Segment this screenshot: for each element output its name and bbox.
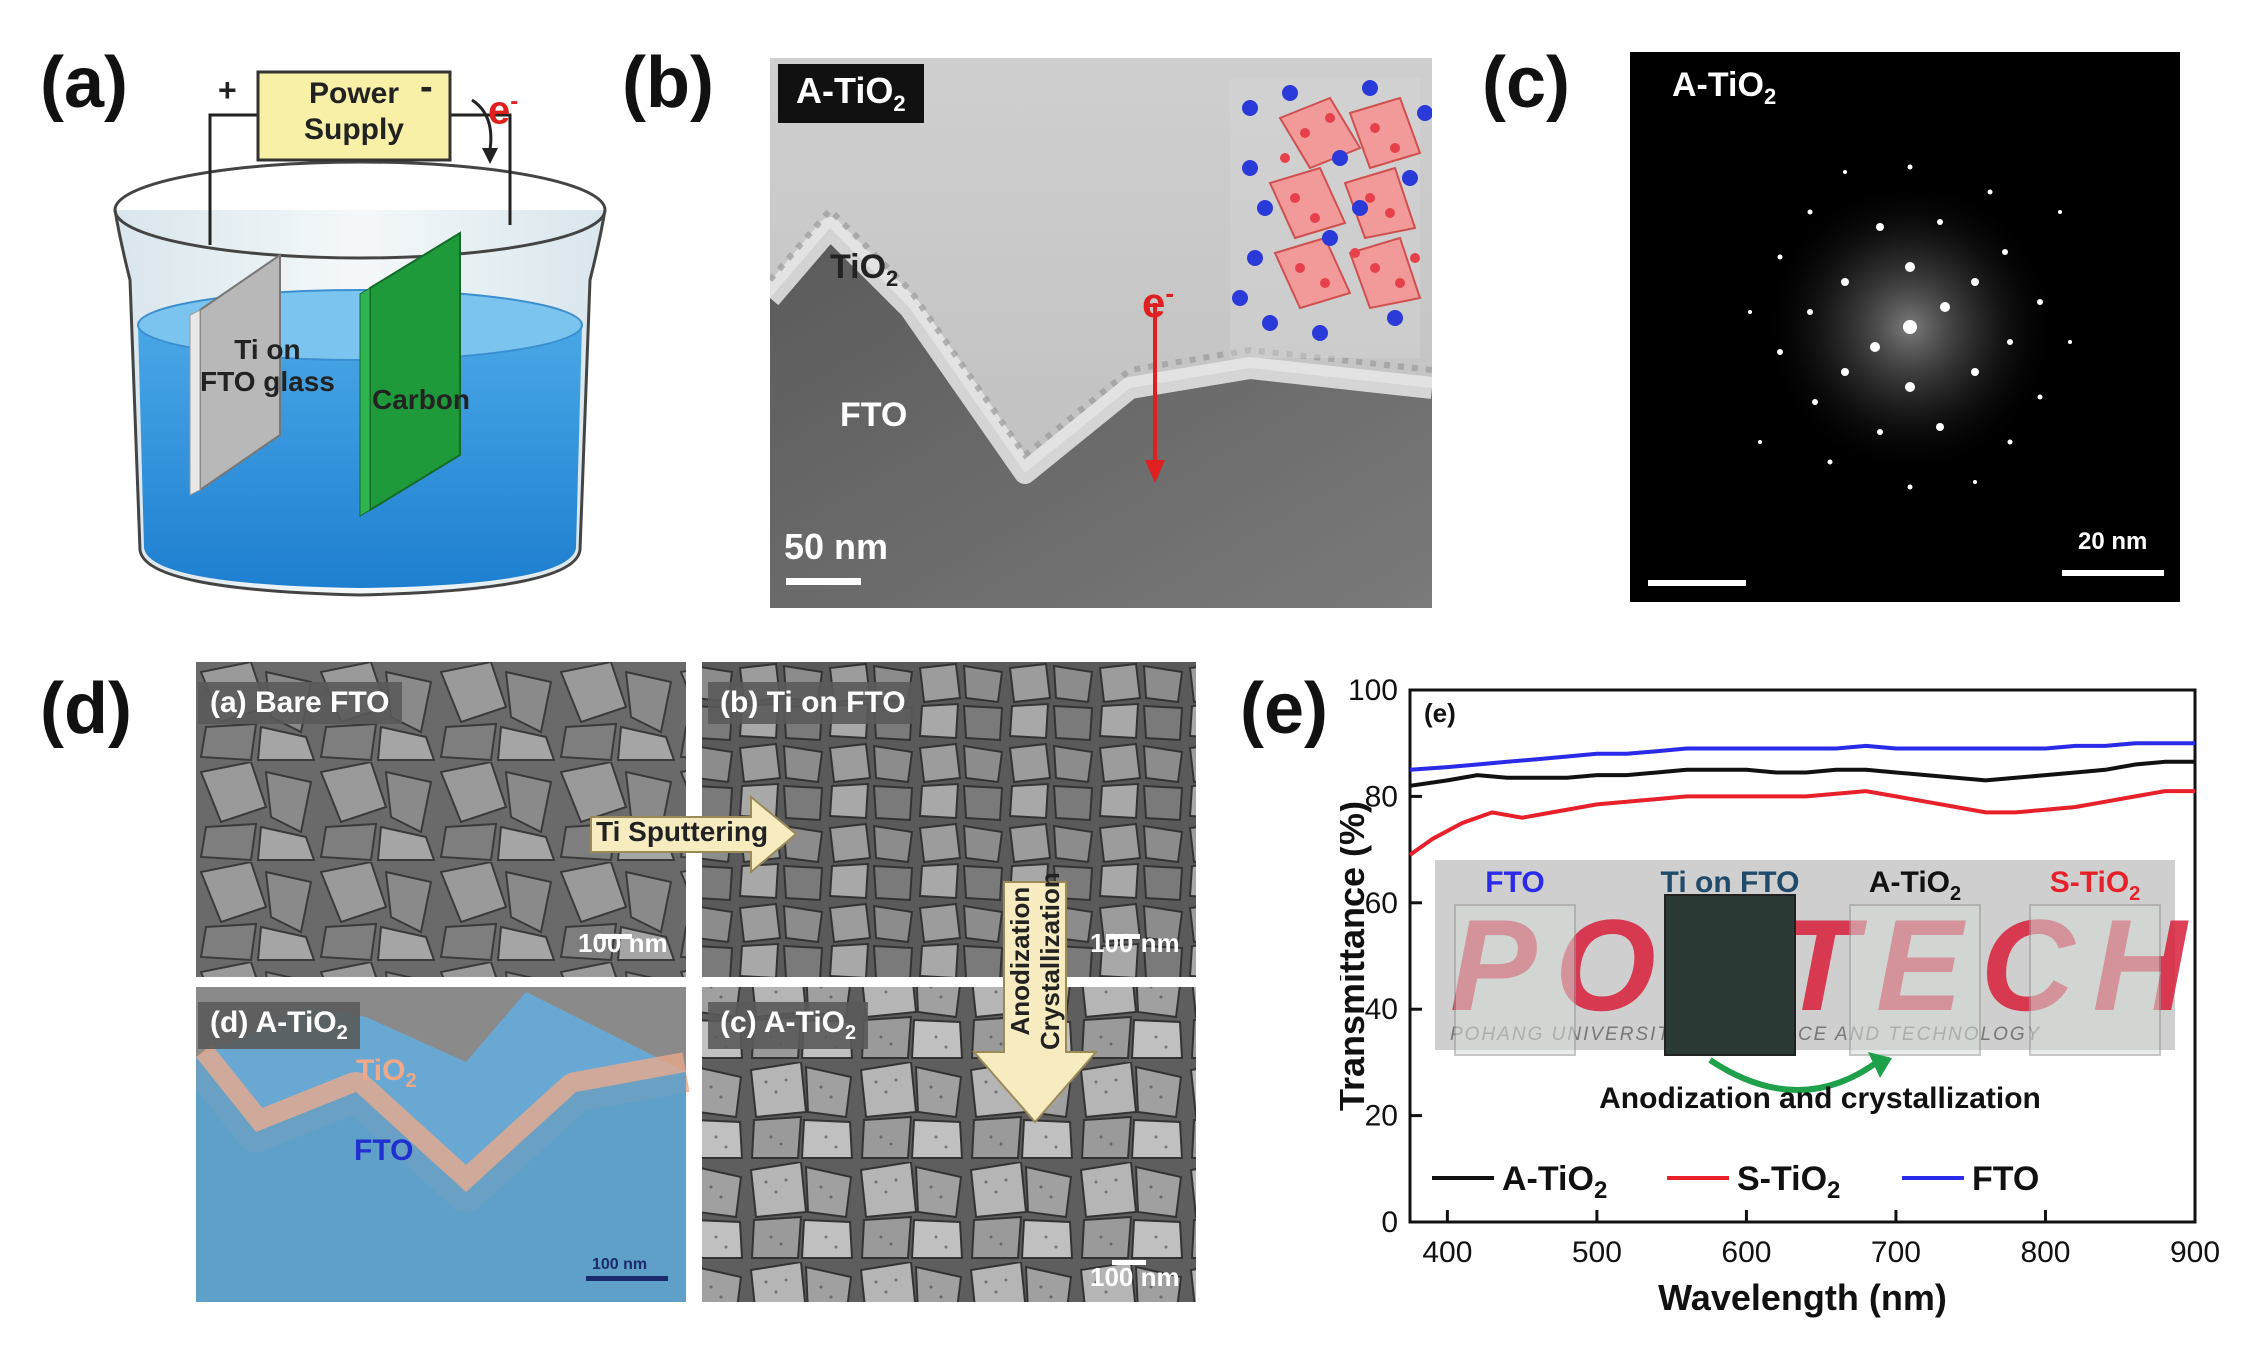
chart-series <box>1408 741 2195 857</box>
sem-arrow-down-line1: Anodization <box>1005 886 1035 1036</box>
y-tick-label: 20 <box>1365 1100 1398 1133</box>
x-tick-label: 800 <box>2020 1236 2070 1269</box>
x-tick-label: 900 <box>2170 1236 2220 1269</box>
sem-tio2-main: TiO <box>356 1054 406 1087</box>
tem-electron-label: e- <box>1142 278 1174 327</box>
plot-frame <box>1408 688 2197 1224</box>
y-tick-label: 100 <box>1348 674 1398 707</box>
transmittance-chart: 400 500 600 700 800 900 0 20 40 60 80 100Wavelength… <box>1340 674 2220 1318</box>
anodization-arrow <box>1708 1057 1882 1093</box>
anodization-arrow-head <box>1868 1052 1892 1078</box>
power-supply-line2: Supply <box>303 113 404 146</box>
sem-scale-a: 100 nm <box>578 928 668 958</box>
x-axis-label: Wavelength (nm) <box>1658 1277 1947 1318</box>
x-tick-label: 500 <box>1572 1236 1622 1269</box>
tem-tio2-main: TiO <box>830 248 887 286</box>
fft-scale-label: 20 nm <box>2078 528 2148 555</box>
tem-fto-label: FTO <box>840 396 908 434</box>
x-tick-label: 700 <box>1871 1236 1921 1269</box>
sample-photo-inset: POSTECHPOHANG UNIVERSITY OF SCIENCE AND … <box>1435 860 2186 1115</box>
panel-label-e: (e) <box>1240 669 1328 749</box>
tem-image <box>770 58 1432 608</box>
sem-scale-b: 100 nm <box>1090 928 1180 958</box>
tem-electron-e: e <box>1142 279 1166 326</box>
sample-ti-on-fto <box>1664 894 1796 1056</box>
y-tick-label: 40 <box>1365 993 1398 1026</box>
electrode-left-line1: Ti on <box>234 334 301 365</box>
sem-grid-drawing <box>180 662 1196 1302</box>
y-tick-label: 80 <box>1365 780 1398 813</box>
electron-e: e <box>488 88 511 133</box>
power-supply-label: Power Supply <box>258 76 450 148</box>
tem-electron-sup: - <box>1165 278 1175 308</box>
legend-label-0: A-TiO2 <box>1502 1160 1607 1204</box>
sem-sub-c-main: (c) A-TiO <box>720 1006 845 1039</box>
photo-label-s-tio2: S-TiO2 <box>2050 866 2141 905</box>
tem-tio2-label: TiO2 <box>830 248 898 292</box>
chart-axes: 400 500 600 700 800 900 0 20 40 60 80 100Wavelength… <box>1340 674 2220 1318</box>
crystal-structure-inset <box>1230 78 1432 358</box>
sem-tio2-label: TiO2 <box>356 1054 417 1093</box>
electrode-right-label: Carbon <box>372 384 470 415</box>
sem-scale-c: 100 nm <box>1090 1262 1180 1292</box>
y-axis-label: Transmittance (%) <box>1340 801 1372 1111</box>
y-tick-label: 0 <box>1381 1206 1398 1239</box>
series-line-2 <box>1409 741 2195 772</box>
panel-label-d: (d) <box>40 669 132 749</box>
fft-pattern <box>1630 52 2180 602</box>
electrode-left-label: Ti on FTO glass <box>200 334 335 398</box>
x-tick-label: 400 <box>1422 1236 1472 1269</box>
tem-tio2-sub: 2 <box>886 265 899 291</box>
tem-image-drawing <box>770 58 1432 608</box>
sem-sub-d: (d) A-TiO2 <box>198 1002 360 1049</box>
anodization-caption: Anodization and crystallization <box>1599 1082 2041 1115</box>
tem-scale-label: 50 nm <box>784 526 889 567</box>
sem-fto-label: FTO <box>354 1134 414 1167</box>
tem-sample-tag: A-TiO2 <box>778 64 924 124</box>
sem-sub-c: (c) A-TiO2 <box>708 1002 869 1049</box>
tem-tag-main: A-TiO <box>796 70 894 111</box>
inner-panel-label: (e) <box>1424 698 1456 728</box>
plus-sign: + <box>218 72 237 108</box>
sem-arrow-down-label: Anodization Crystallization <box>1005 872 1065 1050</box>
electrochemical-cell-diagram <box>113 70 607 597</box>
series-line-0 <box>1409 759 2195 788</box>
sem-tio2-sub: 2 <box>405 1070 417 1092</box>
fft-tag-main: A-TiO <box>1672 66 1764 104</box>
power-supply-line1: Power <box>308 77 400 110</box>
panel-label-c: (c) <box>1482 43 1570 123</box>
panel-label-b: (b) <box>622 43 714 123</box>
electron-label-a: e- <box>488 88 518 133</box>
sample-fto <box>1454 904 1576 1056</box>
sem-sub-d-main: (d) A-TiO <box>210 1006 337 1039</box>
photo-label-fto: FTO <box>1485 866 1544 899</box>
photo-label-ti-on-fto: Ti on FTO <box>1661 866 1800 899</box>
sample-a-tio2 <box>1849 904 1981 1056</box>
legend-label-2: FTO <box>1972 1160 2039 1198</box>
panel-label-a: (a) <box>40 43 128 123</box>
series-line-1 <box>1408 789 2195 857</box>
fft-pattern-drawing <box>1648 164 2164 586</box>
sem-sub-a: (a) Bare FTO <box>198 682 402 724</box>
sem-arrow-down-line2: Crystallization <box>1035 872 1065 1050</box>
y-tick-label: 60 <box>1365 887 1398 920</box>
sem-sub-d-sub: 2 <box>336 1022 348 1044</box>
sem-arrow-right-label: Ti Sputtering <box>596 816 769 847</box>
x-tick-label: 600 <box>1721 1236 1771 1269</box>
fft-tag-sub: 2 <box>1763 83 1777 109</box>
sem-sub-c-sub: 2 <box>845 1022 857 1044</box>
electrode-left-line2: FTO glass <box>200 366 335 397</box>
minus-sign: - <box>420 66 433 108</box>
photo-label-a-tio2: A-TiO2 <box>1869 866 1961 905</box>
sem-scale-d: 100 nm <box>592 1256 648 1273</box>
fft-sample-tag: A-TiO2 <box>1672 66 1776 110</box>
sample-s-tio2 <box>2029 904 2161 1056</box>
sem-grid <box>180 662 1196 1302</box>
legend-label-1: S-TiO2 <box>1737 1160 1840 1204</box>
tem-tag-sub: 2 <box>893 91 906 117</box>
sem-sub-b: (b) Ti on FTO <box>708 682 918 724</box>
electron-sup: - <box>510 88 519 115</box>
chart-legend: A-TiO2 S-TiO2 FTO <box>1432 1160 2039 1204</box>
